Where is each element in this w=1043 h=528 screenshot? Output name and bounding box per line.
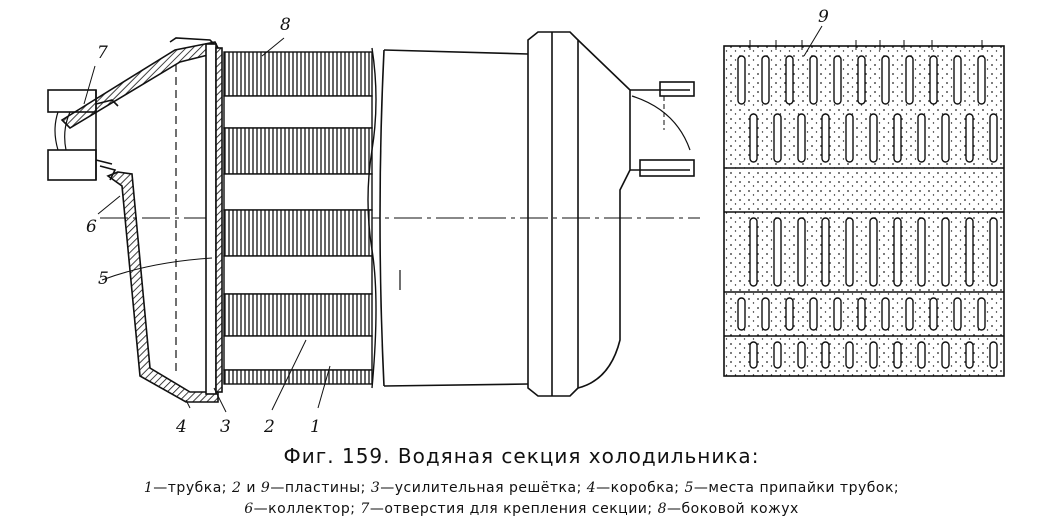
tube-slot: [905, 297, 914, 331]
tube-slot: [905, 55, 914, 105]
tube-slot: [965, 341, 974, 369]
tube-slot: [785, 297, 794, 331]
tube-slot: [941, 217, 950, 287]
outer-shell: [379, 31, 695, 397]
label-9: 9: [818, 7, 829, 27]
tube-slot: [833, 297, 842, 331]
tube-slot: [845, 341, 854, 369]
tube-slot: [869, 113, 878, 163]
legend-item-5: 5—места припайки трубок;: [684, 480, 900, 496]
legend-line-1: 1—трубка; 2 и 9—пластины; 3—усилительная…: [0, 478, 1043, 499]
label-6: 6: [86, 217, 97, 237]
tube-slot: [881, 297, 890, 331]
label-5: 5: [98, 269, 109, 289]
tube-slot: [917, 217, 926, 287]
tube-slot: [749, 217, 758, 287]
tube-slot: [893, 113, 902, 163]
tube-slot: [989, 217, 998, 287]
tube-slot: [797, 217, 806, 287]
tube-slots: [737, 55, 998, 369]
cooler-section-drawing: 7 6 5 8 4 3 2 1 9: [47, 7, 1005, 437]
tube-slot: [917, 341, 926, 369]
tube-plate: [205, 43, 223, 395]
leader-lines: [83, 25, 823, 413]
tube-slot: [809, 55, 818, 105]
legend-item-2-9: 2 и 9—пластины;: [231, 480, 366, 496]
tube-slot: [929, 55, 938, 105]
label-4: 4: [175, 417, 187, 437]
tube-slot: [857, 297, 866, 331]
tube-slot: [821, 341, 830, 369]
tube-slot: [749, 113, 758, 163]
tube-slot: [773, 113, 782, 163]
tube-slot: [989, 113, 998, 163]
label-1: 1: [310, 417, 321, 437]
tube-slot: [749, 341, 758, 369]
tube-slot: [941, 341, 950, 369]
plate-top-arrows: [749, 40, 983, 50]
tube-slot: [953, 297, 962, 331]
label-3: 3: [220, 417, 231, 437]
fin-stack: [223, 51, 373, 385]
tube-slot: [821, 113, 830, 163]
legend-item-1: 1—трубка;: [143, 480, 227, 496]
tube-slot: [785, 55, 794, 105]
tube-slot: [965, 113, 974, 163]
figure-legend: 1—трубка; 2 и 9—пластины; 3—усилительная…: [0, 478, 1043, 520]
tube-slot: [965, 217, 974, 287]
tube-slot: [773, 341, 782, 369]
tube-slot: [761, 55, 770, 105]
tube-slot: [929, 297, 938, 331]
tube-slot: [845, 113, 854, 163]
tube-slot: [989, 341, 998, 369]
tube-slot: [809, 297, 818, 331]
tube-slot: [761, 297, 770, 331]
tube-slot: [797, 113, 806, 163]
label-8: 8: [280, 15, 291, 35]
tube-slot: [881, 55, 890, 105]
tube-slot: [857, 55, 866, 105]
tube-slot: [977, 297, 986, 331]
legend-line-2: 6—коллектор; 7—отверстия для крепления с…: [0, 499, 1043, 520]
tube-slot: [917, 113, 926, 163]
break-line: [367, 47, 377, 389]
tube-slot: [893, 341, 902, 369]
tube-slot: [833, 55, 842, 105]
tube-slot: [953, 55, 962, 105]
tube-slot: [773, 217, 782, 287]
tube-slot: [869, 341, 878, 369]
tube-slot: [797, 341, 806, 369]
tube-slot: [821, 217, 830, 287]
mounting-flange: [47, 89, 119, 181]
tube-slot: [845, 217, 854, 287]
tube-slot: [737, 297, 746, 331]
legend-item-4: 4—коробка;: [586, 480, 680, 496]
tube-slot: [977, 55, 986, 105]
legend-item-6: 6—коллектор;: [244, 501, 356, 517]
figure-caption: Фиг. 159. Водяная секция холодильника:: [283, 444, 760, 468]
tube-slot: [869, 217, 878, 287]
legend-item-7: 7—отверстия для крепления секции;: [360, 501, 653, 517]
legend-item-3: 3—усилительная решётка;: [370, 480, 582, 496]
label-7: 7: [97, 43, 108, 63]
legend-item-8: 8—боковой кожух: [657, 501, 799, 517]
label-2: 2: [263, 417, 275, 437]
tube-slot: [941, 113, 950, 163]
tube-slot: [737, 55, 746, 105]
tube-slot: [893, 217, 902, 287]
